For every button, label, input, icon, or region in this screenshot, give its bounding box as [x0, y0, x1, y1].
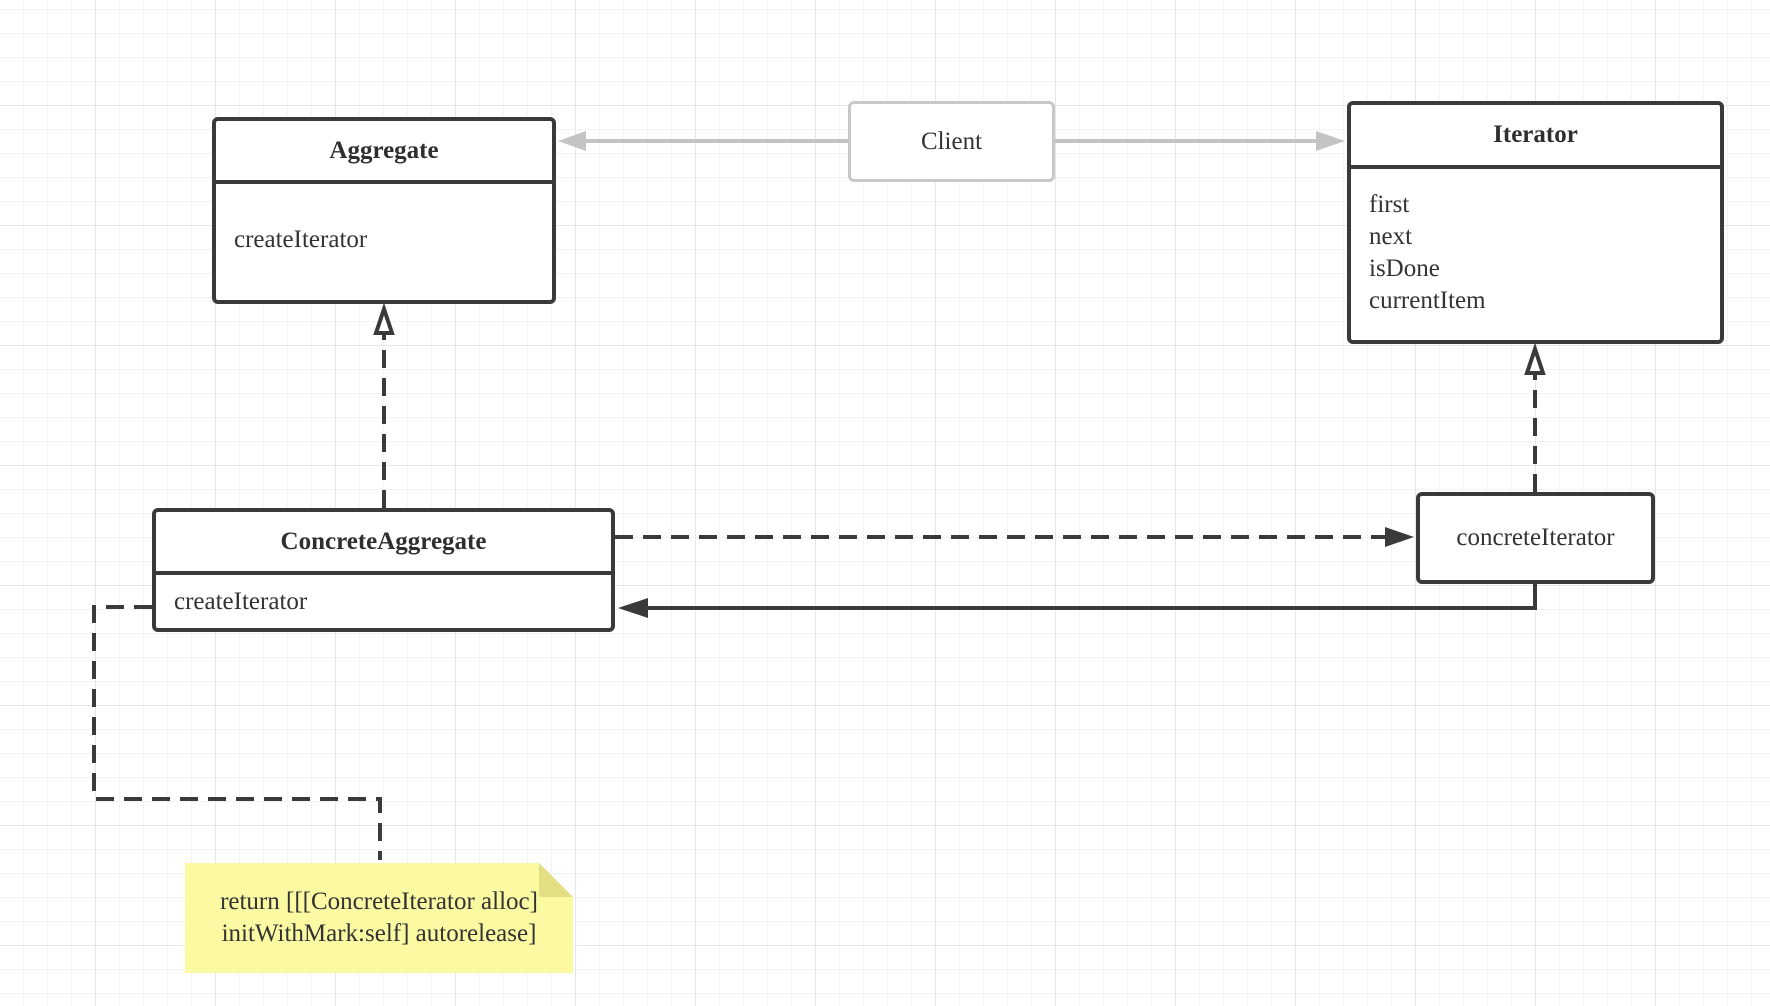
- iterator-operation: first: [1369, 191, 1410, 218]
- iterator-operation: next: [1369, 223, 1413, 250]
- iterator-operation: isDone: [1369, 255, 1440, 282]
- iterator-class[interactable]: Iterator first next isDone currentItem: [1347, 101, 1724, 344]
- note-line: initWithMark:self] autorelease]: [221, 920, 537, 947]
- aggregate-class[interactable]: Aggregate createIterator: [212, 117, 556, 304]
- note-line: return [[[ConcreteIterator alloc]: [220, 888, 538, 915]
- iterator-realization-arrow: [1524, 342, 1546, 492]
- concrete-aggregate-class-name: ConcreteAggregate: [156, 512, 611, 575]
- concrete-aggregate-operations: createIterator: [156, 575, 611, 618]
- aggregate-realization-arrow: [373, 302, 395, 508]
- concrete-aggregate-operation: createIterator: [174, 588, 308, 615]
- concrete-aggregate-class[interactable]: ConcreteAggregate createIterator: [152, 508, 615, 632]
- aggregate-operation: createIterator: [234, 226, 368, 253]
- concrete-iterator-label: concreteIterator: [1456, 524, 1615, 551]
- client-box[interactable]: Client: [848, 101, 1055, 182]
- client-to-iterator-arrow: [1055, 131, 1345, 151]
- aggregate-class-name: Aggregate: [216, 121, 552, 184]
- iterator-operation: currentItem: [1369, 287, 1486, 314]
- client-label: Client: [920, 127, 983, 155]
- code-note[interactable]: return [[[ConcreteIterator alloc] initWi…: [185, 863, 573, 973]
- client-to-aggregate-arrow: [558, 131, 848, 151]
- concrete-iterator-box[interactable]: concreteIterator: [1416, 492, 1655, 584]
- iterator-to-aggregate-association: [618, 584, 1537, 618]
- iterator-operations: first next isDone currentItem: [1351, 169, 1720, 317]
- aggregate-operations: createIterator: [216, 184, 552, 256]
- note-link: [92, 605, 382, 860]
- iterator-class-name: Iterator: [1351, 105, 1720, 169]
- creates-dependency-arrow: [615, 527, 1414, 547]
